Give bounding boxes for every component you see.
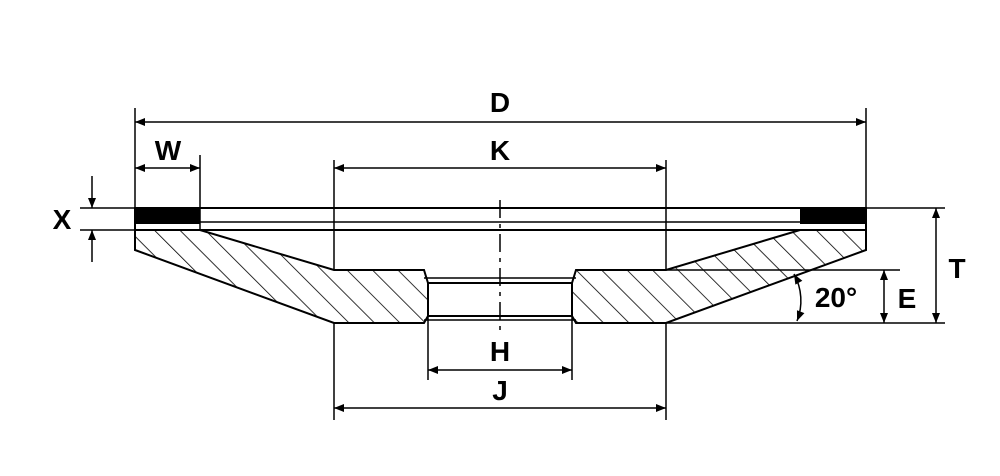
- abrasive-layer-right: [800, 208, 866, 224]
- label-j: J: [492, 375, 508, 406]
- label-e: E: [898, 283, 917, 314]
- label-x: X: [53, 204, 72, 235]
- label-d: D: [490, 87, 510, 118]
- wheel-section-left: [134, 229, 429, 324]
- label-angle: 20°: [815, 282, 857, 313]
- label-h: H: [490, 336, 510, 367]
- label-k: K: [490, 135, 510, 166]
- label-w: W: [155, 135, 182, 166]
- abrasive-layer-left: [135, 208, 200, 224]
- angle-arc: [793, 273, 805, 322]
- label-t: T: [948, 253, 965, 284]
